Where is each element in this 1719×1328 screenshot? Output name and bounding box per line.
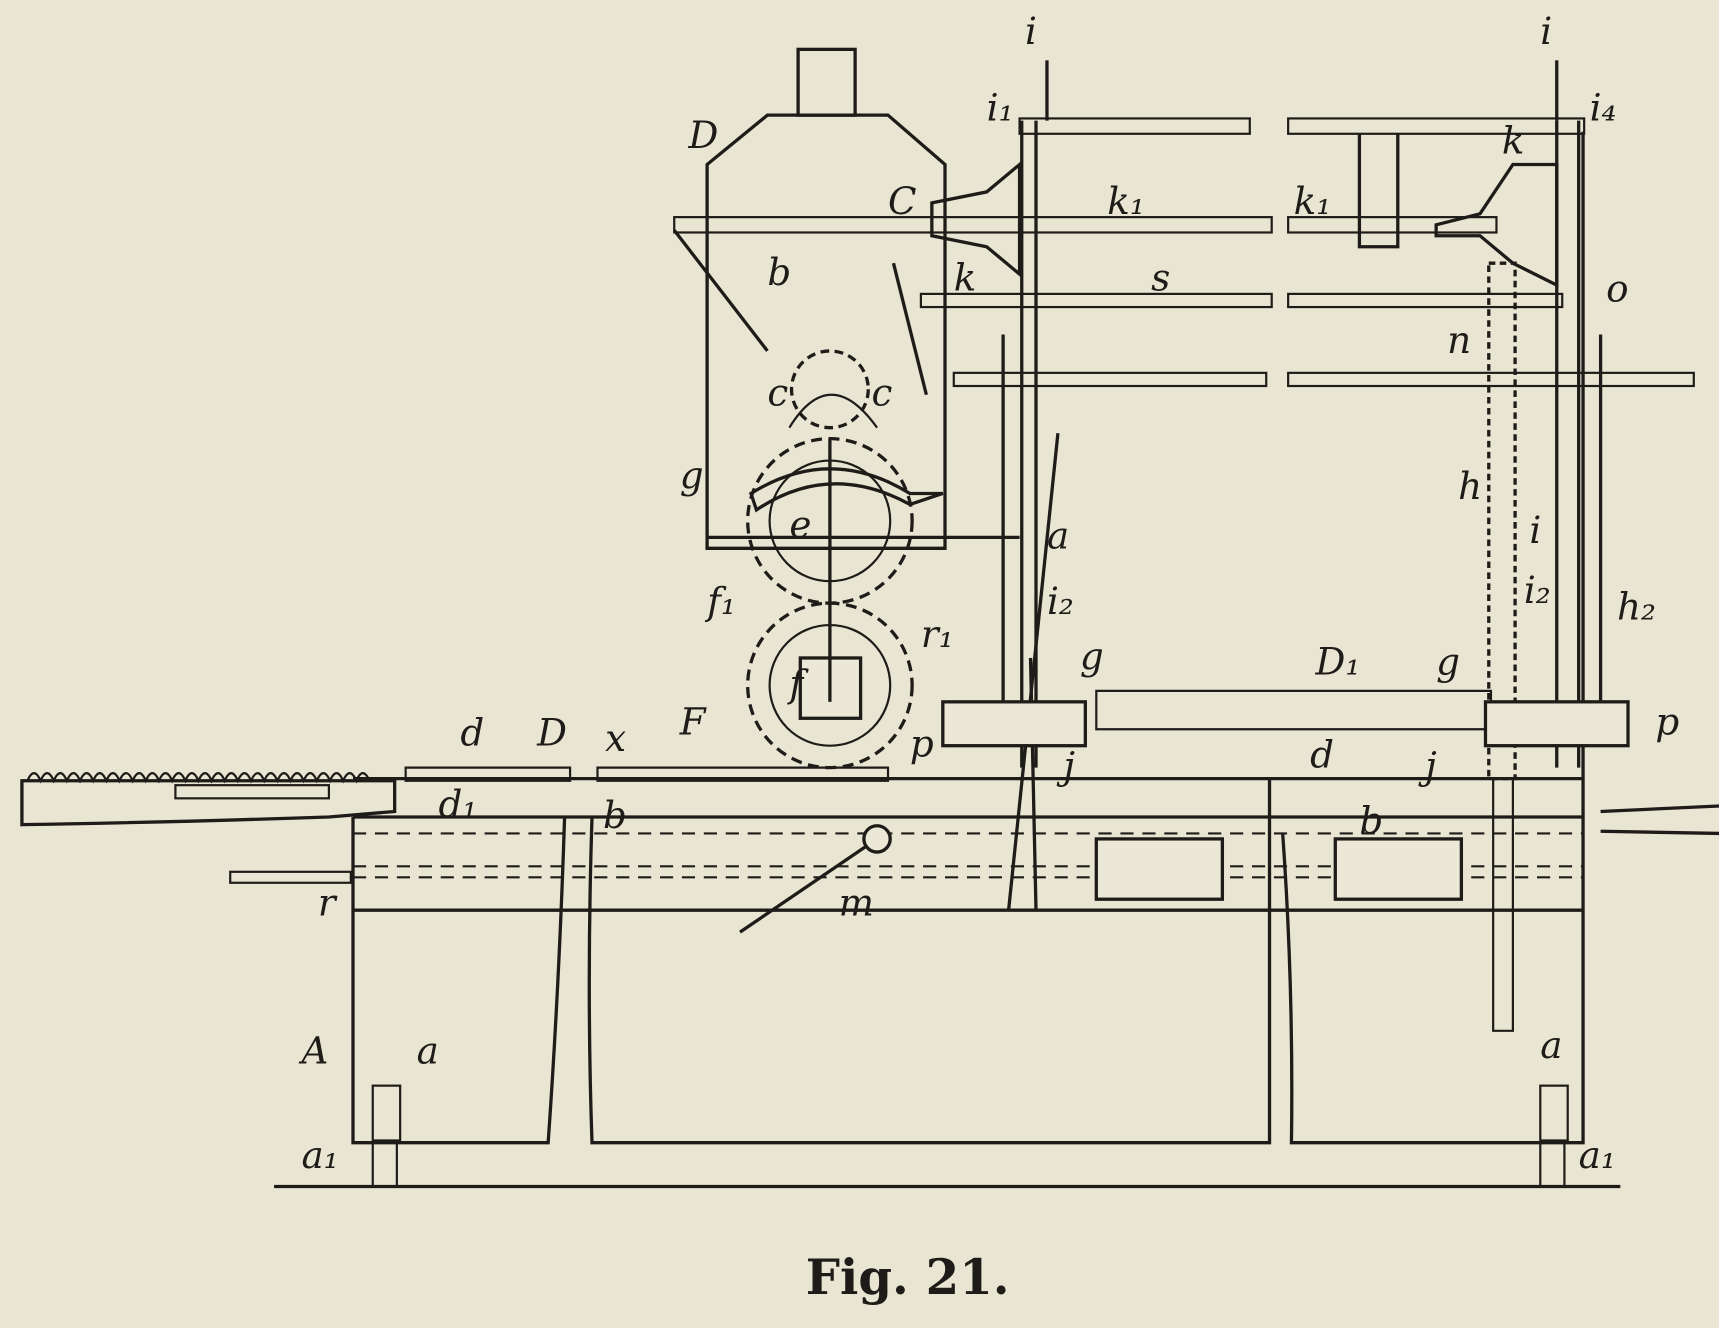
label-e: e	[789, 502, 811, 546]
label-k1: k₁	[1294, 179, 1332, 223]
ink-housing	[705, 47, 1020, 550]
label-D: D	[687, 113, 718, 157]
label-c: c	[872, 371, 893, 415]
label-k: k	[954, 256, 977, 300]
label-h: h	[1458, 464, 1482, 508]
label-a: a	[1540, 1023, 1562, 1067]
label-i: i	[1540, 9, 1552, 53]
label-r: r	[318, 881, 338, 925]
label-i: i	[1025, 9, 1037, 53]
label-d: d	[460, 711, 484, 755]
label-p: p	[910, 722, 934, 766]
gear-train	[746, 349, 944, 770]
label-o: o	[1606, 267, 1628, 311]
label-d: d	[1310, 733, 1334, 777]
label-k: k	[1502, 119, 1525, 163]
label-i4: i₄	[1590, 86, 1617, 130]
label-m: m	[839, 881, 874, 925]
upper-frame	[672, 60, 1695, 911]
label-D: D	[536, 711, 567, 755]
label-r1: r₁	[921, 612, 954, 656]
label-a1: a₁	[301, 1133, 338, 1177]
figure-caption: Fig. 21.	[806, 1250, 1010, 1306]
label-f1: f₁	[704, 579, 736, 623]
label-h2: h₂	[1617, 585, 1656, 629]
label-g: g	[680, 453, 704, 497]
label-g: g	[1080, 634, 1104, 678]
label-k1: k₁	[1107, 179, 1145, 223]
label-D1: D₁	[1315, 639, 1361, 683]
label-b: b	[603, 793, 627, 837]
label-b: b	[1359, 798, 1383, 842]
label-c: c	[767, 371, 788, 415]
lever-m	[229, 824, 892, 934]
part-labels: D C b k k₁ k₁ k i i₁ i i₄ s o n h i i₂ h…	[298, 9, 1679, 1177]
label-F: F	[679, 700, 707, 744]
label-i1: i₁	[987, 86, 1014, 130]
label-s: s	[1151, 256, 1170, 300]
label-i2: i₂	[1524, 568, 1551, 612]
label-a: a	[417, 1029, 439, 1073]
label-x: x	[605, 716, 626, 760]
machine-base	[20, 131, 1719, 1188]
label-d1: d₁	[439, 782, 478, 826]
label-i2: i₂	[1047, 579, 1074, 623]
label-g: g	[1436, 639, 1460, 683]
label-p: p	[1655, 700, 1679, 744]
label-a: a	[1047, 513, 1069, 557]
label-C: C	[888, 179, 917, 223]
label-a1: a₁	[1579, 1133, 1616, 1177]
label-i: i	[1529, 508, 1541, 552]
label-n: n	[1447, 318, 1471, 362]
label-b: b	[767, 250, 791, 294]
label-A: A	[298, 1029, 328, 1073]
